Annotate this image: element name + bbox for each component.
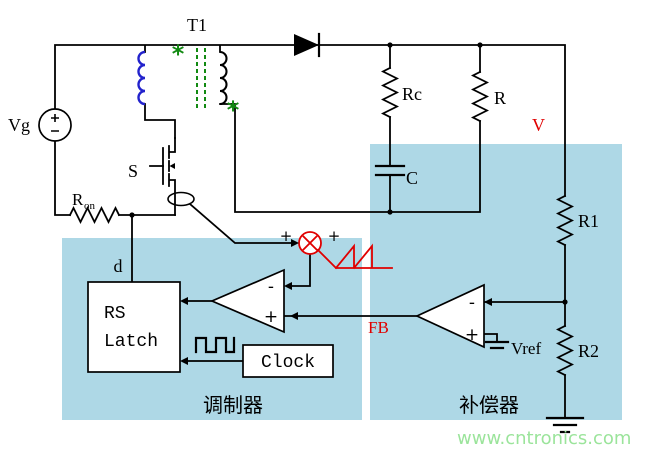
junction-dot — [387, 42, 393, 48]
label-duty-d: d — [114, 256, 123, 276]
junction-dot — [477, 42, 483, 48]
vref-battery-icon — [484, 340, 510, 350]
source-polarity-marks — [51, 114, 59, 132]
summing-plus-right: + — [328, 227, 341, 245]
label-switch-s: S — [128, 161, 138, 181]
summing-cross — [302, 235, 318, 251]
label-vg: Vg — [8, 115, 30, 135]
resistor-r2 — [555, 324, 575, 377]
label-fb: FB — [368, 318, 389, 337]
resistor-ron — [68, 205, 121, 225]
error-amplifier — [414, 283, 485, 349]
label-r1: R1 — [578, 211, 599, 231]
diode-icon — [294, 32, 321, 58]
junction-dots — [129, 42, 568, 305]
rs-latch-text-line1: RS — [104, 304, 126, 324]
polarity-dot-secondary: * — [227, 96, 240, 124]
diode-triangle — [294, 34, 319, 56]
modulator-caption: 调制器 — [203, 393, 263, 417]
resistor-r-load — [470, 70, 490, 123]
label-rc: Rc — [402, 84, 422, 104]
junction-dot — [129, 212, 135, 218]
label-vref: Vref — [511, 339, 541, 358]
comparator-plus-sign: + — [264, 307, 278, 327]
label-r2: R2 — [578, 341, 599, 361]
clock-block — [242, 344, 334, 378]
clock-text: Clock — [261, 353, 315, 373]
ground-icon — [545, 416, 585, 434]
primary-winding — [137, 50, 146, 106]
transformer-core — [196, 48, 206, 108]
source-circle — [38, 108, 72, 142]
resistor-rc — [380, 66, 400, 119]
label-ron-subscript: on — [84, 200, 96, 212]
junction-dot — [387, 209, 393, 215]
secondary-winding — [219, 50, 228, 106]
pwm-comparator — [209, 268, 285, 334]
label-output-v: V — [532, 115, 545, 135]
watermark-text: www.cntronics.com — [457, 428, 631, 449]
clock-pulse-icon — [194, 336, 236, 354]
capacitor-c — [374, 164, 406, 177]
rs-latch-block — [87, 281, 181, 373]
label-r: R — [494, 88, 506, 108]
label-t1: T1 — [187, 15, 207, 35]
input-source-vg — [38, 108, 72, 142]
transformer-t1 — [137, 48, 228, 108]
junction-dot — [562, 299, 568, 305]
opamp-plus-sign: + — [465, 325, 479, 345]
label-c: C — [406, 168, 418, 188]
opamp-minus-sign: - — [469, 293, 475, 313]
current-sense-loop — [167, 191, 195, 207]
mosfet-body — [162, 137, 176, 216]
compensator-region — [370, 144, 622, 420]
ramp-waveform-icon — [316, 243, 393, 270]
summing-plus-left: + — [280, 227, 293, 245]
mosfet-switch — [162, 137, 195, 216]
resistor-r1 — [555, 194, 575, 247]
compensator-caption: 补偿器 — [459, 393, 519, 417]
rs-latch-text-line2: Latch — [104, 332, 158, 352]
comparator-minus-sign: - — [268, 277, 274, 297]
polarity-dot-primary: * — [172, 40, 185, 68]
mosfet-arrow — [169, 163, 175, 169]
label-ron: R — [72, 190, 84, 209]
